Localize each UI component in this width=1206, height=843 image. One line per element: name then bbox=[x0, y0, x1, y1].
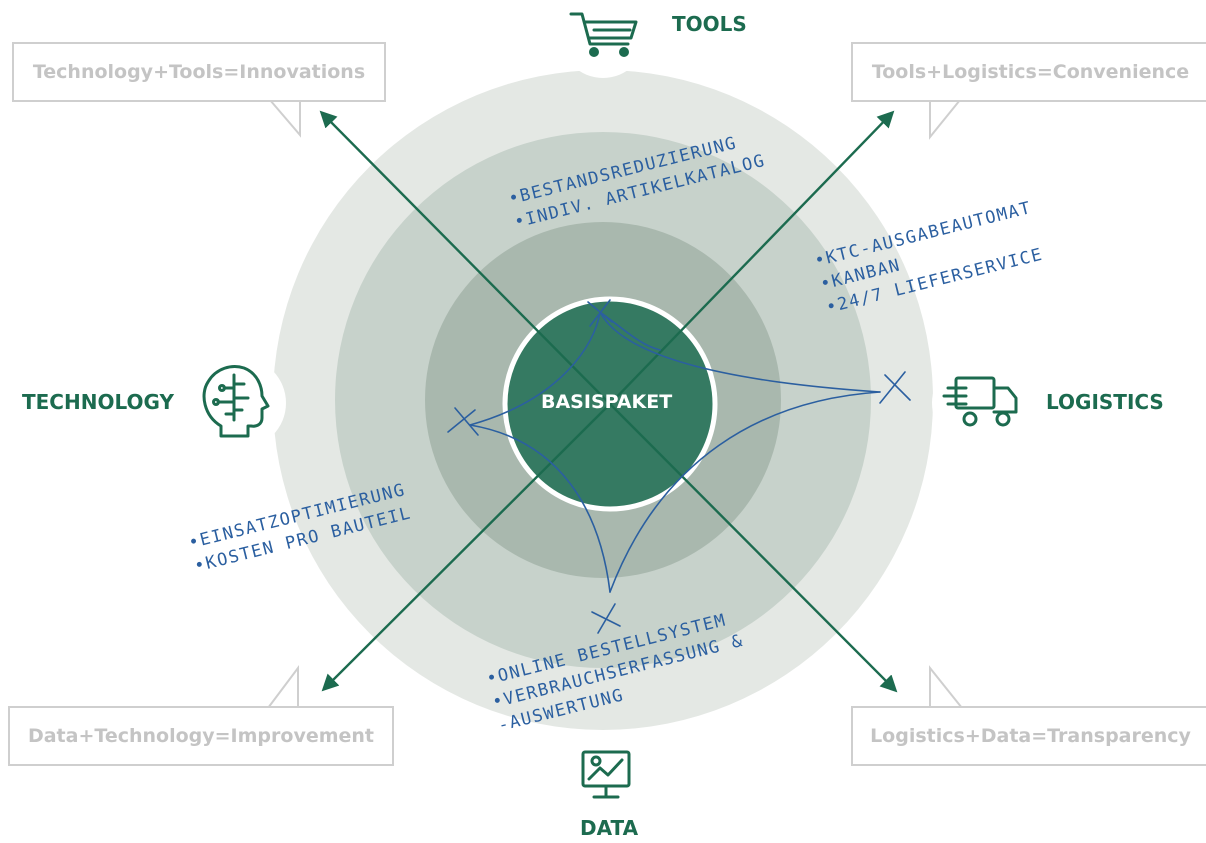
arrow-bottom-left bbox=[321, 403, 611, 692]
head-circuit-icon bbox=[202, 365, 270, 438]
center-label: BASISPAKET bbox=[541, 391, 673, 413]
delivery-truck-icon bbox=[942, 376, 1018, 427]
tools-label: TOOLS bbox=[672, 12, 747, 36]
technology-notch bbox=[194, 357, 286, 449]
callout-bottom-left-text: Data+Technology=Improvement bbox=[27, 725, 375, 747]
sketch-connectors bbox=[447, 299, 911, 634]
technology-label: TECHNOLOGY bbox=[22, 390, 174, 414]
callout-tail-top-left bbox=[269, 99, 301, 138]
logistics-notch bbox=[932, 357, 1024, 449]
data-label: DATA bbox=[580, 816, 639, 840]
callout-top-left-text: Technology+Tools=Innovations bbox=[32, 61, 366, 83]
callout-top-right-text: Tools+Logistics=Convenience bbox=[871, 61, 1190, 83]
callout-top-right: Tools+Logistics=Convenience bbox=[851, 42, 1206, 102]
shopping-cart-icon bbox=[569, 12, 638, 57]
arrow-bottom-right bbox=[609, 403, 898, 693]
arrow-top-right bbox=[609, 110, 895, 405]
callout-tail-top-right bbox=[929, 99, 961, 140]
logistics-label: LOGISTICS bbox=[1046, 390, 1164, 414]
callout-top-left: Technology+Tools=Innovations bbox=[12, 42, 386, 102]
monitor-chart-icon bbox=[581, 750, 631, 799]
callout-tail-bottom-right bbox=[929, 665, 963, 709]
callout-bottom-left: Data+Technology=Improvement bbox=[8, 706, 394, 766]
callout-bottom-right-text: Logistics+Data=Transparency bbox=[870, 725, 1191, 747]
arrow-top-left bbox=[319, 110, 611, 405]
callout-bottom-right: Logistics+Data=Transparency bbox=[851, 706, 1206, 766]
callout-tail-bottom-left bbox=[267, 665, 299, 709]
